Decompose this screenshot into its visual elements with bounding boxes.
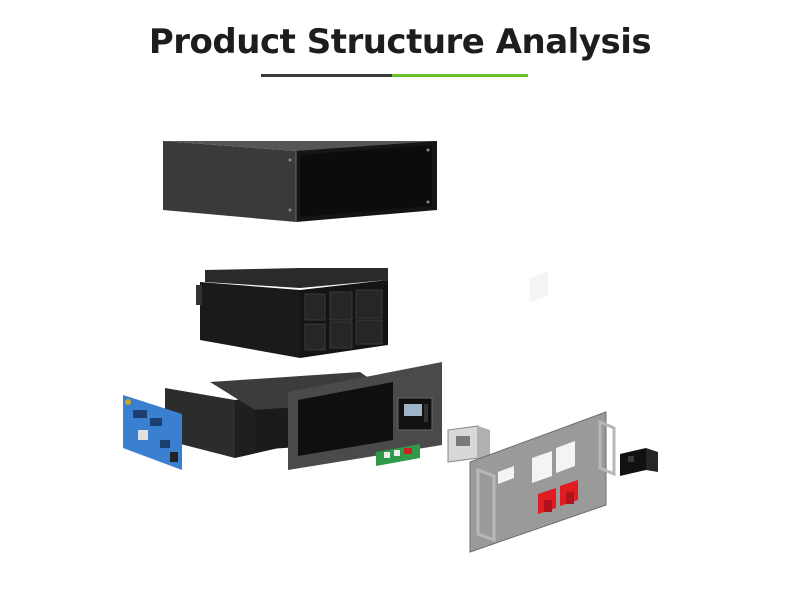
title-underline-dark [261,74,392,77]
battery-module [196,268,388,358]
red-terminals [538,480,578,514]
small-green-pcb [376,444,420,466]
page-title: Product Structure Analysis [148,22,652,62]
front-panel [469,271,616,553]
breaker-switch [447,425,490,463]
title-underline-green [392,74,528,77]
top-cover [163,141,437,222]
rack-chassis [165,362,442,470]
bms-circuit-board [123,395,182,470]
black-connector [620,448,658,476]
